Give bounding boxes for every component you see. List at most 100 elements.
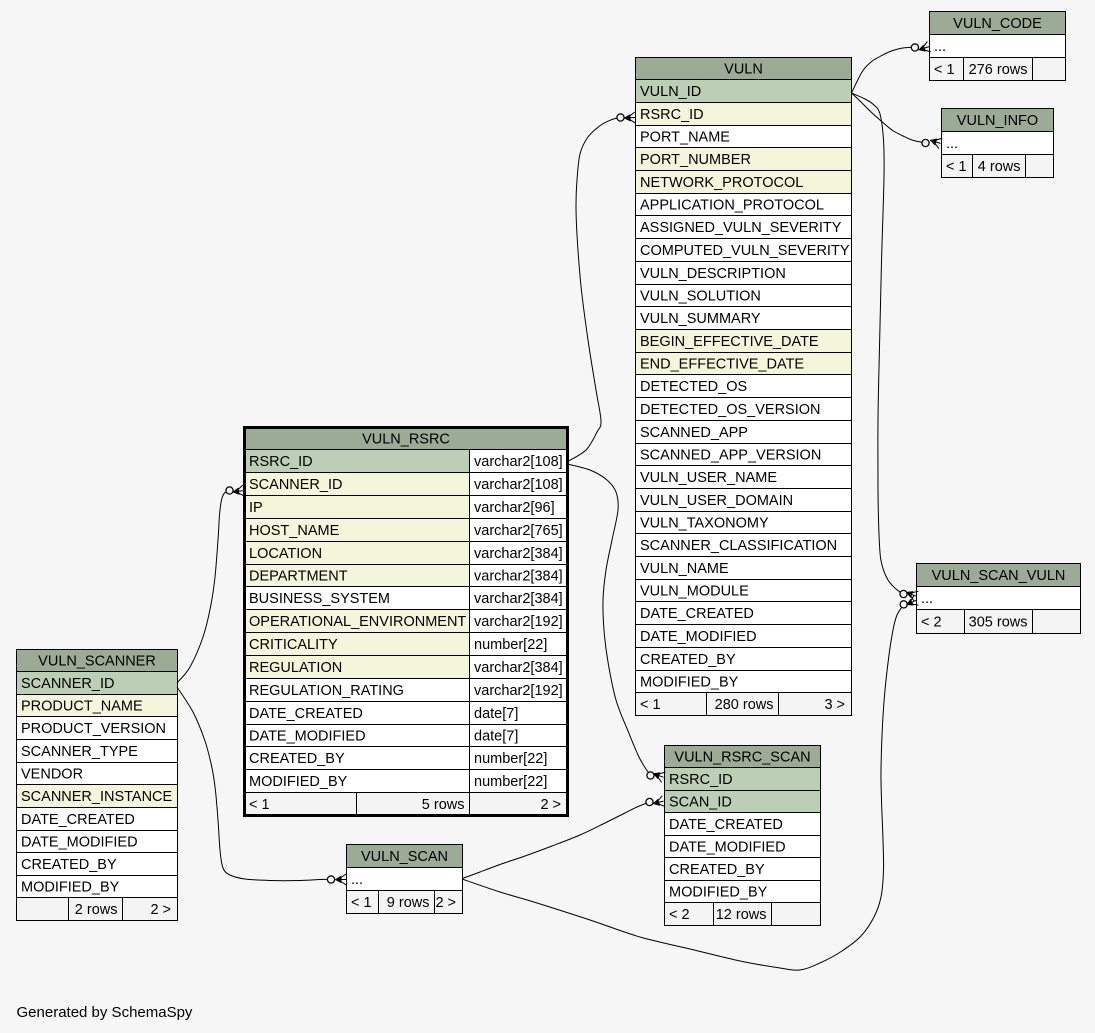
svg-text:SCANNER_TYPE: SCANNER_TYPE [21,744,138,760]
svg-text:< 1: < 1 [934,62,955,78]
svg-text:SCANNER_ID: SCANNER_ID [249,477,342,493]
svg-text:RSRC_ID: RSRC_ID [640,107,704,123]
svg-text:varchar2[108]: varchar2[108] [474,454,563,470]
svg-text:4 rows: 4 rows [978,159,1021,175]
svg-text:< 2: < 2 [669,907,690,923]
svg-text:SCAN_ID: SCAN_ID [669,795,732,811]
svg-text:REGULATION: REGULATION [249,660,342,676]
svg-text:RSRC_ID: RSRC_ID [669,772,733,788]
svg-text:date[7]: date[7] [474,706,518,722]
svg-text:3 >: 3 > [824,697,845,713]
svg-text:CRITICALITY: CRITICALITY [249,637,338,653]
svg-text:VULN_ID: VULN_ID [640,84,701,100]
svg-text:VULN_CODE: VULN_CODE [953,16,1042,32]
svg-text:VULN_INFO: VULN_INFO [957,113,1038,129]
svg-text:VULN_RSRC: VULN_RSRC [362,432,450,448]
svg-text:END_EFFECTIVE_DATE: END_EFFECTIVE_DATE [640,357,804,373]
svg-text:CREATED_BY: CREATED_BY [21,857,117,873]
svg-text:varchar2[108]: varchar2[108] [474,477,563,493]
svg-text:DATE_CREATED: DATE_CREATED [21,812,135,828]
svg-text:PRODUCT_NAME: PRODUCT_NAME [21,699,143,715]
svg-text:2 >: 2 > [540,797,561,813]
svg-text:IP: IP [249,500,263,516]
svg-text:VULN_SUMMARY: VULN_SUMMARY [640,311,761,327]
svg-text:DETECTED_OS_VERSION: DETECTED_OS_VERSION [640,402,821,418]
svg-text:MODIFIED_BY: MODIFIED_BY [21,880,120,896]
svg-text:5 rows: 5 rows [422,797,465,813]
svg-text:VULN: VULN [724,62,763,78]
svg-text:< 1: < 1 [640,697,661,713]
svg-text:varchar2[384]: varchar2[384] [474,591,563,607]
svg-text:305 rows: 305 rows [969,615,1028,631]
svg-text:OPERATIONAL_ENVIRONMENT: OPERATIONAL_ENVIRONMENT [249,614,466,630]
svg-text:SCANNED_APP_VERSION: SCANNED_APP_VERSION [640,448,821,464]
svg-text:BUSINESS_SYSTEM: BUSINESS_SYSTEM [249,591,390,607]
svg-text:VULN_SCAN: VULN_SCAN [361,849,448,865]
svg-text:VULN_TAXONOMY: VULN_TAXONOMY [640,516,769,532]
svg-text:VULN_RSRC_SCAN: VULN_RSRC_SCAN [674,750,810,766]
svg-text:LOCATION: LOCATION [249,546,322,562]
svg-text:varchar2[765]: varchar2[765] [474,523,563,539]
svg-text:APPLICATION_PROTOCOL: APPLICATION_PROTOCOL [640,198,824,214]
svg-text:280 rows: 280 rows [715,697,774,713]
svg-text:COMPUTED_VULN_SEVERITY: COMPUTED_VULN_SEVERITY [640,243,850,259]
svg-text:DATE_MODIFIED: DATE_MODIFIED [669,840,786,856]
svg-text:2 >: 2 > [150,902,171,918]
svg-text:9 rows: 9 rows [387,895,430,911]
svg-text:SCANNER_CLASSIFICATION: SCANNER_CLASSIFICATION [640,538,837,554]
svg-text:ASSIGNED_VULN_SEVERITY: ASSIGNED_VULN_SEVERITY [640,220,842,236]
svg-text:12 rows: 12 rows [716,907,767,923]
svg-text:SCANNED_APP: SCANNED_APP [640,425,748,441]
svg-text:2 >: 2 > [435,895,456,911]
svg-text:< 1: < 1 [249,797,270,813]
svg-text:PORT_NAME: PORT_NAME [640,130,730,146]
svg-text:VULN_DESCRIPTION: VULN_DESCRIPTION [640,266,786,282]
svg-text:HOST_NAME: HOST_NAME [249,523,340,539]
svg-text:varchar2[384]: varchar2[384] [474,546,563,562]
svg-text:PORT_NUMBER: PORT_NUMBER [640,152,751,168]
svg-text:DEPARTMENT: DEPARTMENT [249,569,348,585]
svg-text:...: ... [946,136,958,152]
svg-text:VULN_MODULE: VULN_MODULE [640,584,749,600]
svg-text:DATE_CREATED: DATE_CREATED [249,706,363,722]
svg-text:< 2: < 2 [921,615,942,631]
svg-text:RSRC_ID: RSRC_ID [249,454,313,470]
svg-text:NETWORK_PROTOCOL: NETWORK_PROTOCOL [640,175,803,191]
svg-text:2 rows: 2 rows [75,902,118,918]
svg-text:...: ... [351,872,363,888]
svg-text:VULN_USER_DOMAIN: VULN_USER_DOMAIN [640,493,793,509]
svg-text:DATE_CREATED: DATE_CREATED [640,606,754,622]
svg-text:< 1: < 1 [946,159,967,175]
svg-text:varchar2[384]: varchar2[384] [474,660,563,676]
svg-text:MODIFIED_BY: MODIFIED_BY [249,774,348,790]
svg-text:PRODUCT_VERSION: PRODUCT_VERSION [21,721,166,737]
svg-text:276 rows: 276 rows [969,62,1028,78]
svg-text:VENDOR: VENDOR [21,767,83,783]
svg-text:...: ... [921,591,933,607]
svg-text:BEGIN_EFFECTIVE_DATE: BEGIN_EFFECTIVE_DATE [640,334,819,350]
svg-text:varchar2[384]: varchar2[384] [474,569,563,585]
svg-text:DATE_CREATED: DATE_CREATED [669,817,783,833]
svg-text:varchar2[96]: varchar2[96] [474,500,555,516]
svg-text:CREATED_BY: CREATED_BY [249,751,345,767]
svg-text:VULN_USER_NAME: VULN_USER_NAME [640,470,777,486]
svg-text:CREATED_BY: CREATED_BY [669,862,765,878]
svg-text:MODIFIED_BY: MODIFIED_BY [640,675,739,691]
svg-text:...: ... [934,39,946,55]
svg-text:CREATED_BY: CREATED_BY [640,652,736,668]
svg-text:DATE_MODIFIED: DATE_MODIFIED [640,629,757,645]
svg-text:Generated by SchemaSpy: Generated by SchemaSpy [17,1004,193,1021]
svg-text:number[22]: number[22] [474,751,547,767]
svg-text:DATE_MODIFIED: DATE_MODIFIED [249,729,366,745]
svg-text:date[7]: date[7] [474,729,518,745]
svg-text:MODIFIED_BY: MODIFIED_BY [669,885,768,901]
svg-text:number[22]: number[22] [474,637,547,653]
svg-text:varchar2[192]: varchar2[192] [474,614,563,630]
svg-text:VULN_SCANNER: VULN_SCANNER [38,654,156,670]
svg-text:DETECTED_OS: DETECTED_OS [640,379,747,395]
svg-text:VULN_SOLUTION: VULN_SOLUTION [640,289,761,305]
svg-text:VULN_SCAN_VULN: VULN_SCAN_VULN [932,568,1066,584]
svg-text:VULN_NAME: VULN_NAME [640,561,729,577]
svg-text:SCANNER_INSTANCE: SCANNER_INSTANCE [21,789,173,805]
svg-text:REGULATION_RATING: REGULATION_RATING [249,683,404,699]
